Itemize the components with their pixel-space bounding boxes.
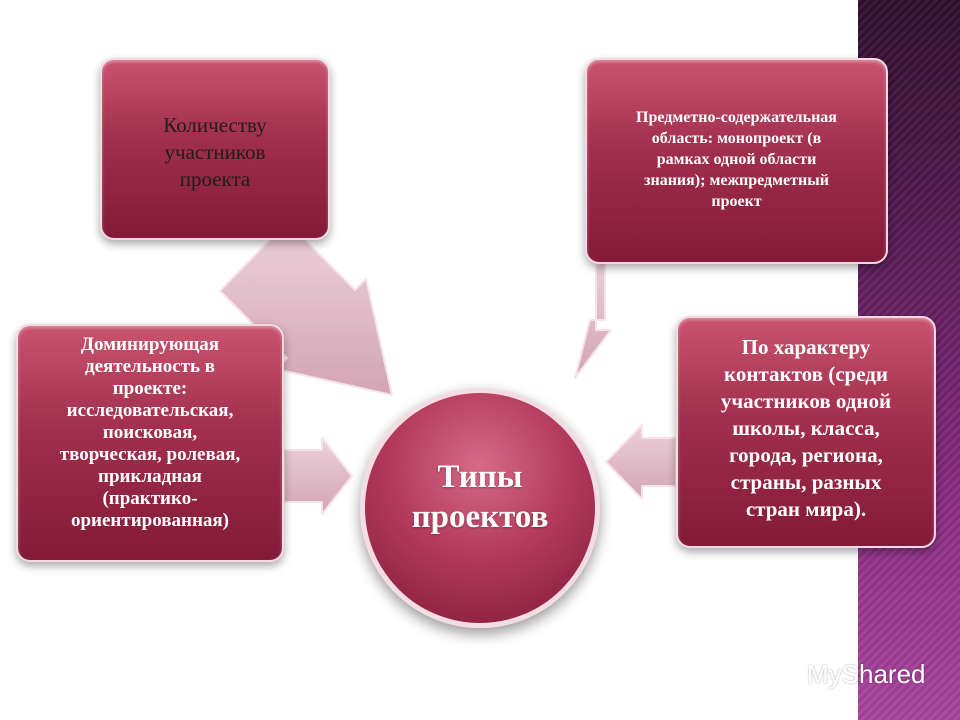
arrow-from-participants [219, 222, 393, 396]
myshared-logo-icon [768, 661, 800, 688]
arrow-from-activity [283, 437, 353, 515]
dominant-activity-label: Доминирующая деятельность в проекте: исс… [59, 334, 241, 531]
contacts-box: По характеру контактов (среди участников… [676, 316, 936, 548]
myshared-watermark: MyShared [768, 656, 926, 692]
project-types-center-node: Типы проектов [360, 388, 600, 628]
watermark-text: MyShared [807, 658, 926, 689]
subject-area-label: Предметно-содержательная область: монопр… [636, 109, 837, 210]
contacts-label: По характеру контактов (среди участников… [720, 335, 892, 521]
participants-label: Количеству участников проекта [163, 113, 267, 191]
arrow-from-contacts [605, 424, 677, 500]
participants-box: Количеству участников проекта [100, 58, 330, 240]
subject-area-box: Предметно-содержательная область: монопр… [585, 58, 888, 264]
center-label: Типы проектов [411, 459, 549, 535]
arrow-from-subject-area [574, 251, 634, 379]
dominant-activity-box: Доминирующая деятельность в проекте: исс… [16, 324, 284, 562]
